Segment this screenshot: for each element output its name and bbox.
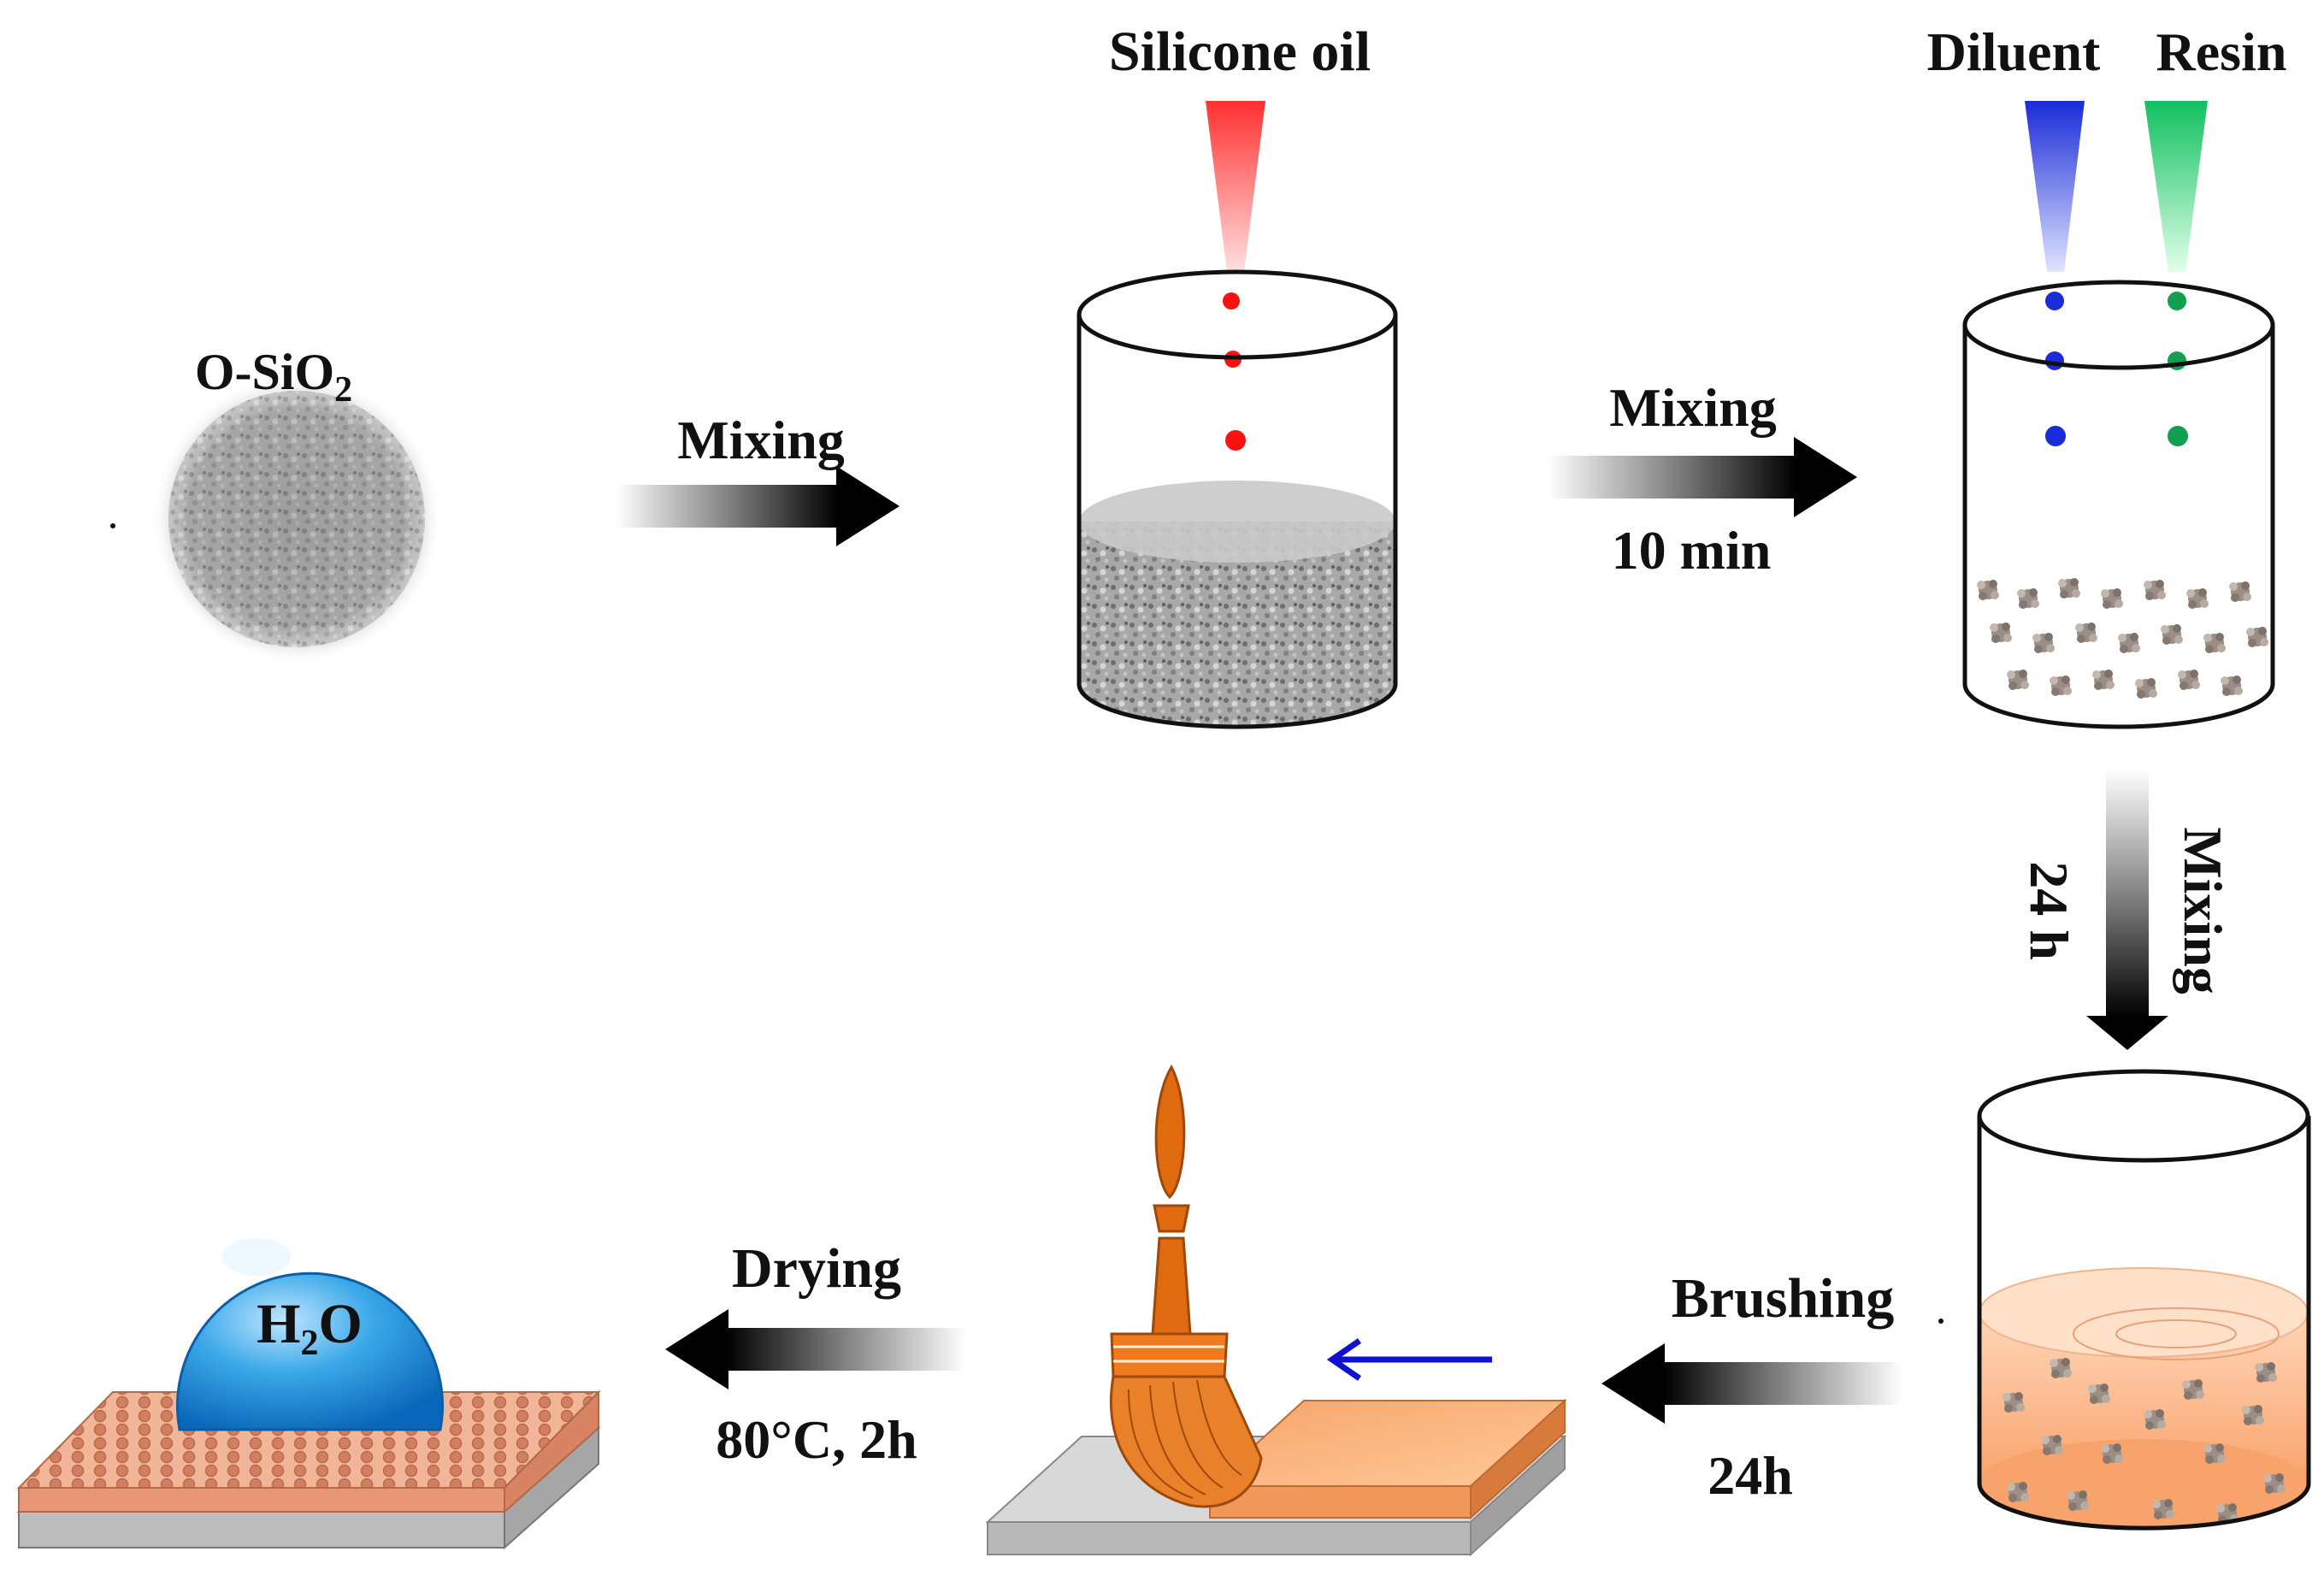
arrow-drying (665, 1309, 966, 1389)
arrow-mixing-3 (2086, 770, 2168, 1050)
arrow-mixing-1 (616, 466, 900, 546)
beaker-1 (1076, 269, 1398, 729)
diluent-pipette (2025, 101, 2085, 446)
dot-marker (110, 523, 115, 528)
o-sio2-particle (151, 374, 442, 664)
label-silicone-oil: Silicone oil (1109, 21, 1371, 83)
arrow-brushing (1601, 1343, 1902, 1424)
label-time-24h: 24h (1708, 1445, 1793, 1506)
label-water: H2O (257, 1293, 363, 1363)
label-resin: Resin (2156, 21, 2287, 82)
label-brushing: Brushing (1672, 1267, 1894, 1330)
label-diluent: Diluent (1927, 21, 2101, 82)
label-mixing-1: Mixing (677, 410, 845, 470)
beaker-3 (1977, 1069, 2311, 1531)
final-coated-surface (16, 1389, 601, 1550)
dot-marker-2 (1938, 1319, 1944, 1324)
arrow-mixing-2 (1548, 437, 1857, 517)
label-mixing-2: Mixing (1609, 377, 1777, 438)
label-drying-conditions: 80°C, 2h (716, 1409, 917, 1470)
label-mixing-3: Mixing (2173, 827, 2233, 994)
silicone-oil-pipette (1206, 101, 1265, 451)
paint-brush-icon (1109, 1064, 1263, 1508)
beaker-2 (1962, 280, 2275, 729)
resin-pipette (2144, 101, 2208, 446)
label-time-24h-vertical: 24 h (2019, 861, 2079, 960)
label-drying: Drying (732, 1237, 901, 1300)
coated-plate (1207, 1398, 1567, 1520)
water-droplet (176, 1238, 444, 1431)
label-time-10min: 10 min (1612, 520, 1772, 581)
brush-direction-arrow (1326, 1338, 1492, 1381)
particle-label: O-SiO2 (195, 344, 352, 410)
beaker-2-clumps (1977, 578, 2268, 699)
